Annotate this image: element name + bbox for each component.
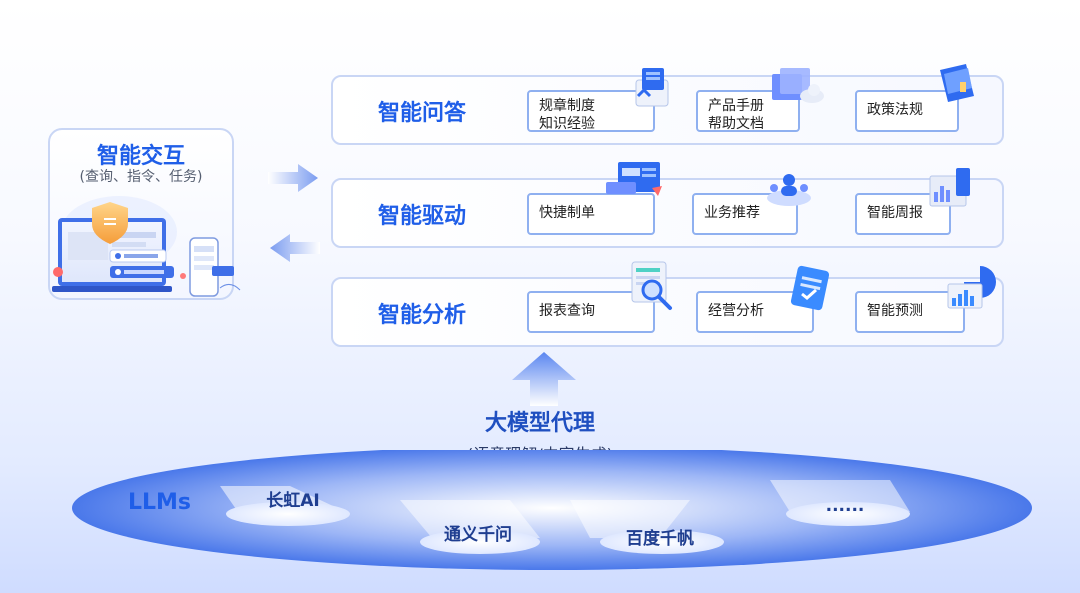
item-smart-forecast[interactable]: 智能预测 [855,291,965,333]
row-qa-title: 智能问答 [378,101,467,126]
magnifier-table-icon [631,261,672,310]
form-window-icon [606,162,662,196]
model-agent-title: 大模型代理 [484,411,595,436]
item-smart-forecast-label: 智能预测 [867,303,923,319]
item-business-analysis-label: 经营分析 [708,303,764,319]
item-manuals-line2: 帮助文档 [708,116,764,132]
item-policy-line1: 政策法规 [867,102,923,118]
llm-changhong: 长虹AI [266,491,320,511]
clipboard-check-icon [790,265,830,311]
item-policy[interactable]: 政策法规 [855,90,959,132]
llm-more: ...... [825,496,865,516]
pie-bar-chart-icon [947,266,996,309]
item-business-recommend-label: 业务推荐 [704,205,760,221]
llms-label: LLMs [128,490,192,515]
item-report-query-label: 报表查询 [539,303,595,319]
interaction-title: 智能交互 [96,144,185,169]
arrow-right-icon [268,164,318,192]
book-icon [940,64,974,102]
interaction-subtitle: (查询、指令、任务) [79,169,203,185]
row-drive-title: 智能驱动 [378,204,467,229]
arrow-left-icon [270,234,320,262]
item-weekly-report-label: 智能周报 [867,205,923,221]
item-quick-order-label: 快捷制单 [539,205,595,221]
llm-baidu-qianfan: 百度千帆 [626,529,694,549]
item-regulations-line2: 知识经验 [539,116,595,132]
laptop-phone-illustration [52,196,241,297]
users-recommend-icon [767,174,811,206]
item-quick-order[interactable]: 快捷制单 [527,193,655,235]
report-chart-icon [929,168,970,207]
llm-tongyi: 通义千问 [444,525,512,545]
item-regulations[interactable]: 规章制度 知识经验 [527,90,655,132]
arrow-up-icon [512,352,576,406]
row-analysis-title: 智能分析 [378,303,467,328]
item-manuals-line1: 产品手册 [708,98,764,114]
llm-platform [72,450,1032,570]
documents-cloud-icon [772,68,824,103]
item-regulations-line1: 规章制度 [539,98,595,114]
server-box-icon [635,68,669,107]
item-weekly-report[interactable]: 智能周报 [855,193,951,235]
